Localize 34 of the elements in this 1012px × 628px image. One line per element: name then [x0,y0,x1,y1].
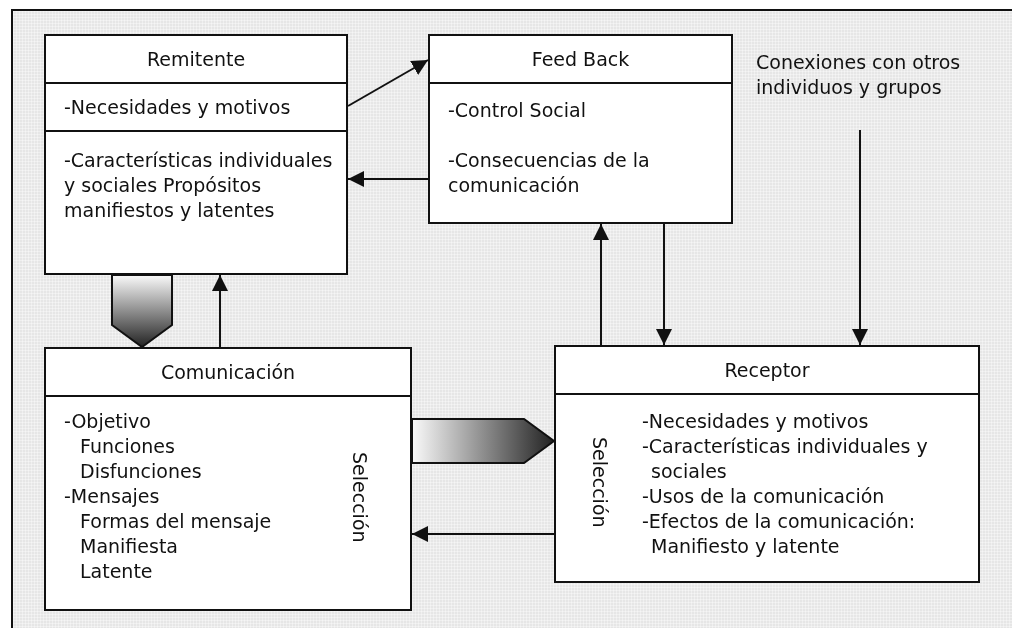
body-text: -Control Social [448,98,587,123]
process-box [44,347,412,611]
box-heading: Receptor [556,347,978,395]
arrow [347,59,429,107]
vertical-label: Selección [348,452,372,543]
process-box [554,345,980,583]
body-text: Manifiesta [80,534,178,559]
body-text: -Mensajes [64,484,160,509]
body-text: -Objetivo [64,409,151,434]
body-text: -Características individuales y sociales Propósitos manifiestos y latentes [64,148,334,223]
body-text: -Consecuencias de la comunicación [448,148,651,198]
list-item: -Efectos de la comunicación: Manifiesto y latente [642,509,917,559]
box-heading: Comunicación [46,349,410,397]
list-item: -Características individuales y sociales [642,434,929,484]
arrow [593,223,609,346]
block-arrow [411,418,556,464]
arrow [347,171,429,187]
body-text: Conexiones con otros individuos y grupos [756,50,962,100]
list-item: -Usos de la comunicación [642,484,886,509]
list-item: -Necesidades y motivos [642,409,870,434]
body-text: Formas del mensaje [80,509,272,534]
arrow [411,526,555,542]
body-text: Disfunciones [80,459,202,484]
box-heading: Remitente [46,36,346,84]
arrow [656,223,672,346]
process-box [44,34,348,275]
body-text: Latente [80,559,153,584]
box-heading: Feed Back [430,36,731,84]
arrow [852,129,868,346]
arrow [212,274,228,348]
process-box [428,34,733,224]
vertical-label: Selección [588,437,612,528]
section-text: -Necesidades y motivos [46,84,346,132]
body-text: Funciones [80,434,175,459]
